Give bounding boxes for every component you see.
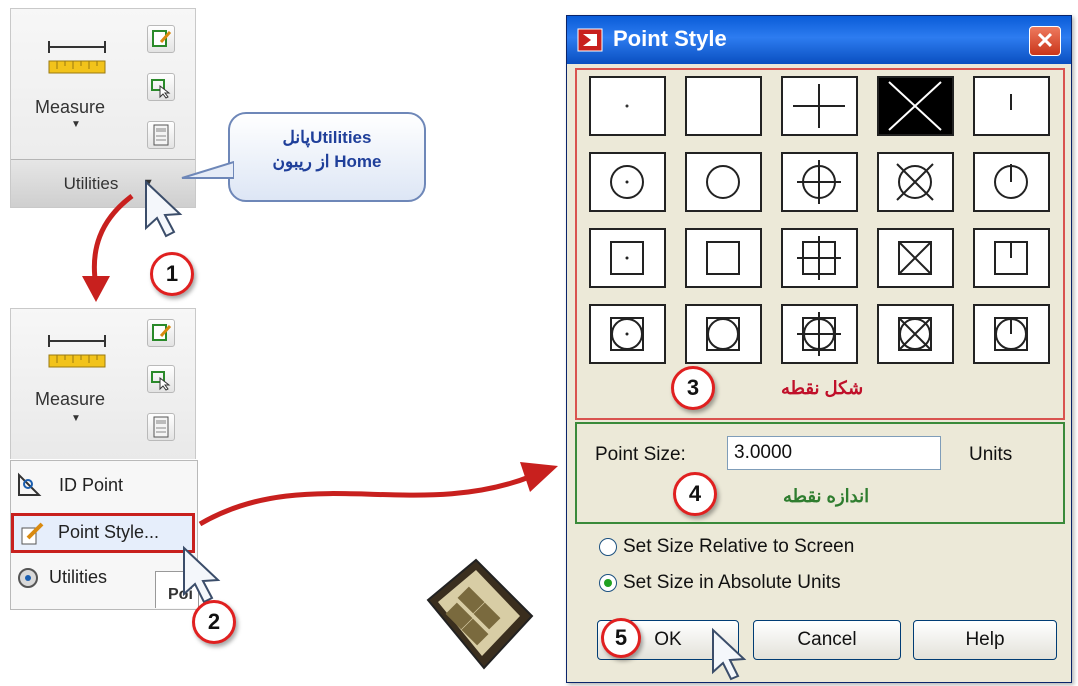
autocad-app-icon bbox=[577, 28, 603, 52]
point-style-dot[interactable] bbox=[589, 76, 666, 136]
point-size-label: Point Size: bbox=[595, 444, 686, 465]
flow-arrow-1 bbox=[82, 194, 134, 302]
point-style-circle-dot[interactable] bbox=[589, 152, 666, 212]
ok-button-label[interactable]: OK bbox=[654, 629, 682, 650]
measure-icon[interactable] bbox=[45, 39, 109, 83]
point-style-square-cross[interactable] bbox=[877, 228, 954, 288]
point-shape-caption: شکل نقطه bbox=[781, 378, 864, 398]
point-style-circle-plus[interactable] bbox=[781, 152, 858, 212]
menu-item-utilities[interactable]: Utilities bbox=[49, 567, 108, 587]
point-style-circle-square-tick[interactable] bbox=[973, 304, 1050, 364]
mouse-cursor-icon bbox=[183, 545, 221, 604]
units-label: Units bbox=[969, 444, 1013, 465]
point-style-dialog: Point Style ✕ bbox=[566, 15, 1072, 683]
point-style-icon bbox=[21, 522, 44, 545]
step-1-marker: 1 bbox=[150, 252, 194, 296]
utilities-panel-callout: پانلUtilities از ریبون Home bbox=[228, 112, 426, 202]
cancel-button[interactable]: Cancel bbox=[753, 620, 901, 660]
calculator-icon[interactable] bbox=[147, 121, 175, 149]
mouse-cursor-icon bbox=[712, 627, 747, 681]
point-style-circle-square-cross[interactable] bbox=[877, 304, 954, 364]
point-style-square-tick[interactable] bbox=[973, 228, 1050, 288]
point-style-cross-selected[interactable] bbox=[877, 76, 954, 136]
point-size-group: Point Size: Units 4 اندازه نقطه bbox=[575, 422, 1065, 524]
point-style-circle-square-plus[interactable] bbox=[781, 304, 858, 364]
callout-line-2: از ریبون Home bbox=[272, 152, 382, 171]
point-style-circle-tick[interactable] bbox=[973, 152, 1050, 212]
ribbon-panel-utilities-bottom: Measure ▼ bbox=[10, 308, 196, 459]
step-2-marker: 2 bbox=[192, 600, 236, 644]
utilities-icon bbox=[18, 568, 38, 588]
dropdown-arrow-icon[interactable]: ▼ bbox=[71, 413, 81, 424]
point-style-tick[interactable] bbox=[973, 76, 1050, 136]
step-3-marker: 3 bbox=[671, 366, 715, 410]
select-icon[interactable] bbox=[147, 73, 175, 101]
edit-icon[interactable] bbox=[147, 25, 175, 53]
measure-label[interactable]: Measure bbox=[35, 97, 106, 117]
callout-pointer bbox=[181, 160, 234, 179]
help-button[interactable]: Help bbox=[913, 620, 1057, 660]
point-style-circle[interactable] bbox=[685, 152, 762, 212]
dialog-titlebar[interactable]: Point Style ✕ bbox=[567, 16, 1071, 64]
measure-label[interactable]: Measure bbox=[35, 389, 106, 409]
help-button-label[interactable]: Help bbox=[965, 629, 1005, 650]
point-style-circle-square-dot[interactable] bbox=[589, 304, 666, 364]
id-point-icon bbox=[18, 472, 42, 496]
point-style-circle-cross[interactable] bbox=[877, 152, 954, 212]
menu-item-point-style-label[interactable]: Point Style... bbox=[58, 522, 160, 542]
utilities-flyout-menu: ID Point Point Style... Utilities Poi bbox=[10, 460, 199, 610]
menu-item-point-style[interactable]: Point Style... bbox=[11, 513, 195, 553]
point-style-square-plus[interactable] bbox=[781, 228, 858, 288]
radio-absolute-units[interactable] bbox=[599, 574, 617, 592]
point-style-square-dot[interactable] bbox=[589, 228, 666, 288]
point-style-plus[interactable] bbox=[781, 76, 858, 136]
select-icon[interactable] bbox=[147, 365, 175, 393]
close-button[interactable]: ✕ bbox=[1029, 26, 1061, 56]
callout-line-1: پانلUtilities bbox=[282, 128, 372, 147]
utilities-panel-label[interactable]: Utilities bbox=[63, 174, 119, 193]
cancel-button-label[interactable]: Cancel bbox=[797, 629, 857, 650]
step-4-marker: 4 bbox=[673, 472, 717, 516]
flow-arrow-2 bbox=[198, 462, 558, 527]
film-reel-icon bbox=[426, 558, 534, 670]
radio-relative-to-screen-label[interactable]: Set Size Relative to Screen bbox=[623, 536, 855, 557]
point-style-square[interactable] bbox=[685, 228, 762, 288]
measure-icon[interactable] bbox=[45, 333, 109, 377]
point-size-input[interactable] bbox=[727, 436, 941, 470]
radio-relative-to-screen[interactable] bbox=[599, 538, 617, 556]
menu-item-id-point[interactable]: ID Point bbox=[59, 475, 124, 495]
point-styles-group: 3 شکل نقطه bbox=[575, 68, 1065, 420]
dropdown-arrow-icon[interactable]: ▼ bbox=[71, 119, 81, 130]
point-style-circle-square[interactable] bbox=[685, 304, 762, 364]
ribbon-panel-utilities-top: Measure ▼ Utilities ▼ bbox=[10, 8, 196, 208]
edit-icon[interactable] bbox=[147, 319, 175, 347]
radio-absolute-units-label[interactable]: Set Size in Absolute Units bbox=[623, 572, 841, 593]
point-size-caption: اندازه نقطه bbox=[783, 486, 870, 506]
calculator-icon[interactable] bbox=[147, 413, 175, 441]
point-style-none[interactable] bbox=[685, 76, 762, 136]
step-5-marker: 5 bbox=[601, 618, 641, 658]
dialog-title: Point Style bbox=[613, 26, 727, 51]
mouse-cursor-icon bbox=[145, 179, 183, 238]
